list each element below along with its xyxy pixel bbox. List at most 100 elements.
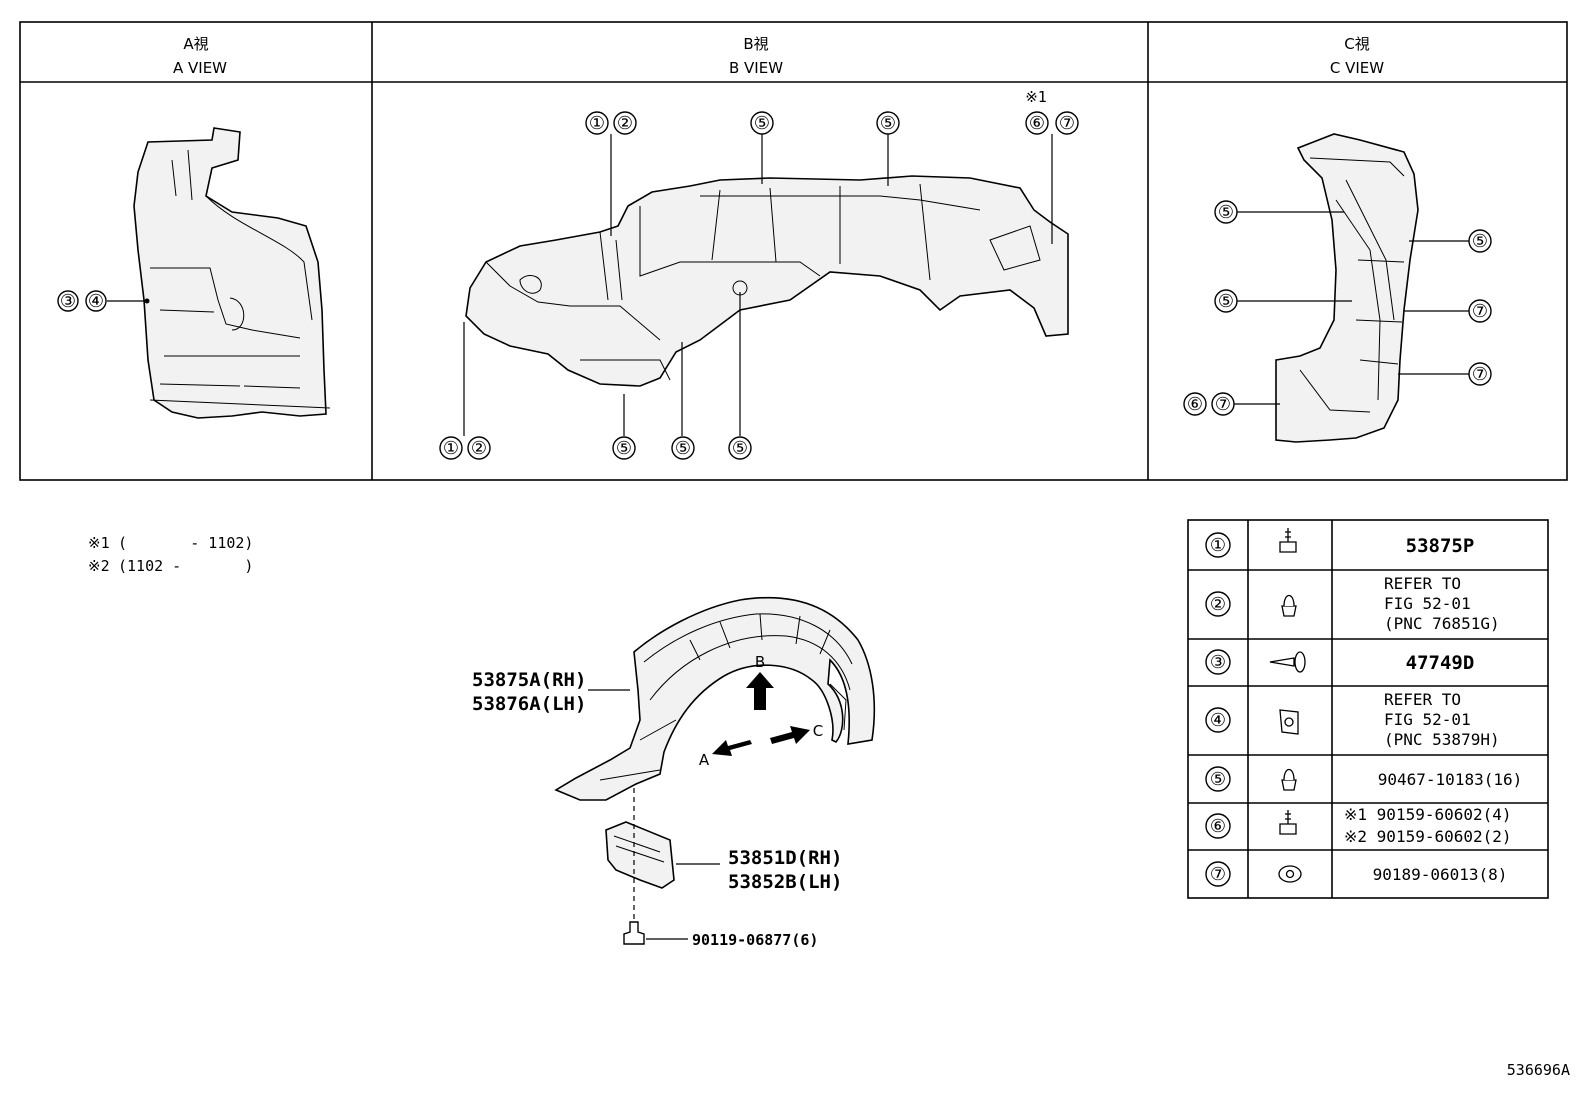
liner-side-shape — [133, 127, 327, 419]
svg-text:(PNC 76851G): (PNC 76851G) — [1384, 614, 1500, 633]
push-rivet-icon — [1269, 651, 1306, 673]
view-b-title-en: B VIEW — [729, 59, 783, 77]
note-2-text: (1102 - ) — [118, 557, 253, 575]
arrow-b-label: B — [755, 653, 765, 671]
clip-icon — [1281, 594, 1297, 617]
fender-liner-shape — [554, 596, 876, 801]
svg-text:⑤: ⑤ — [754, 113, 770, 134]
notes: ※1 ( - 1102) ※2 (1102 - ) — [88, 534, 253, 575]
table-row: ③ 47749D — [1205, 649, 1475, 675]
svg-text:⑤: ⑤ — [675, 438, 691, 459]
svg-text:④: ④ — [88, 291, 104, 312]
bolt: 90119-06877(6) — [623, 921, 818, 949]
svg-text:⑦: ⑦ — [1059, 113, 1075, 134]
bracket-shape — [605, 821, 675, 889]
svg-text:⑤: ⑤ — [1210, 769, 1226, 790]
view-b-title-jp: B視 — [743, 35, 768, 53]
liner-rh-number: 53875A(RH) — [472, 669, 586, 691]
clip-icon — [1281, 768, 1297, 791]
parts-table — [1187, 519, 1549, 899]
svg-text:47749D: 47749D — [1406, 652, 1475, 674]
svg-text:②: ② — [1210, 594, 1226, 615]
view-c-callouts: ⑤ ⑤ ⑥ ⑦ ⑤ ⑦ ⑦ — [1183, 200, 1492, 416]
svg-text:53875P: 53875P — [1406, 535, 1475, 557]
screw-icon — [1279, 528, 1297, 553]
view-a-title-jp: A視 — [183, 35, 208, 53]
bracket-drawing: 53851D(RH) 53852B(LH) — [605, 788, 842, 920]
svg-text:FIG 52-01: FIG 52-01 — [1384, 594, 1471, 613]
svg-text:FIG 52-01: FIG 52-01 — [1384, 710, 1471, 729]
svg-text:⑦: ⑦ — [1215, 394, 1231, 415]
svg-text:①: ① — [1210, 535, 1226, 556]
svg-text:(PNC 53879H): (PNC 53879H) — [1384, 730, 1500, 749]
liner-rear-shape — [1275, 133, 1419, 443]
table-row: ⑦ 90189-06013(8) — [1205, 861, 1508, 887]
view-b-header: B視 B VIEW — [729, 35, 783, 77]
view-b-drawing — [465, 175, 1069, 387]
view-a-drawing — [133, 127, 331, 419]
bracket-lh-number: 53852B(LH) — [728, 871, 842, 893]
svg-text:⑤: ⑤ — [1218, 291, 1234, 312]
bracket-rh-number: 53851D(RH) — [728, 847, 842, 869]
b-view-note-mark: ※1 — [1025, 88, 1047, 106]
main-liner-drawing — [554, 596, 876, 801]
svg-text:90189-06013(8): 90189-06013(8) — [1373, 865, 1508, 884]
arrow-a-icon — [712, 740, 752, 756]
svg-text:※1 90159-60602(4): ※1 90159-60602(4) — [1344, 805, 1512, 824]
arrow-b-icon — [746, 672, 774, 710]
table-row: ① 53875P — [1205, 528, 1475, 558]
note-1-text: ( - 1102) — [118, 534, 253, 552]
note-1-mark: ※1 — [88, 534, 110, 552]
table-row: ④ REFER TO FIG 52-01 (PNC 53879H) — [1205, 690, 1500, 749]
parts-table-rows: ① 53875P ② REFER TO FIG 52-01 (PNC 76851… — [1205, 528, 1523, 887]
svg-text:⑤: ⑤ — [1472, 231, 1488, 252]
svg-text:③: ③ — [1210, 652, 1226, 673]
svg-text:⑥: ⑥ — [1210, 816, 1226, 837]
screw-icon — [1279, 810, 1297, 835]
view-c-drawing — [1275, 133, 1419, 443]
arrow-c-label: C — [813, 722, 823, 740]
grommet-nut-icon — [1278, 865, 1302, 883]
svg-text:90467-10183(16): 90467-10183(16) — [1378, 770, 1523, 789]
view-a-callout-3-4: ③ ④ — [57, 290, 150, 312]
svg-text:②: ② — [617, 113, 633, 134]
svg-text:①: ① — [443, 438, 459, 459]
liner-top-shape — [465, 175, 1069, 387]
svg-text:④: ④ — [1210, 710, 1226, 731]
svg-text:⑦: ⑦ — [1472, 364, 1488, 385]
figure-id: 536696A — [1507, 1061, 1570, 1079]
nut-clip-icon — [1279, 709, 1299, 735]
svg-text:※2 90159-60602(2): ※2 90159-60602(2) — [1344, 827, 1512, 846]
svg-text:⑥: ⑥ — [1187, 394, 1203, 415]
svg-text:REFER TO: REFER TO — [1384, 574, 1461, 593]
arrow-a-label: A — [699, 751, 710, 769]
view-a-title-en: A VIEW — [173, 59, 227, 77]
svg-text:⑥: ⑥ — [1029, 113, 1045, 134]
view-c-title-en: C VIEW — [1330, 59, 1384, 77]
table-row: ⑥ ※1 90159-60602(4) ※2 90159-60602(2) — [1205, 805, 1512, 846]
liner-lh-number: 53876A(LH) — [472, 693, 586, 715]
svg-text:REFER TO: REFER TO — [1384, 690, 1461, 709]
view-a-header: A視 A VIEW — [173, 35, 227, 77]
svg-text:⑤: ⑤ — [1218, 202, 1234, 223]
svg-text:①: ① — [589, 113, 605, 134]
note-2-mark: ※2 — [88, 557, 110, 575]
svg-text:⑤: ⑤ — [616, 438, 632, 459]
svg-text:⑦: ⑦ — [1472, 301, 1488, 322]
arrow-c-icon — [770, 726, 810, 744]
table-row: ⑤ 90467-10183(16) — [1205, 766, 1523, 792]
view-b-callouts: ① ② ⑤ ⑤ ※1 ⑥ ⑦ ① ② ⑤ ⑤ ⑤ — [439, 88, 1079, 460]
liner-label: 53875A(RH) 53876A(LH) — [472, 669, 630, 715]
view-c-header: C視 C VIEW — [1330, 35, 1384, 77]
bolt-icon — [623, 921, 645, 945]
direction-arrows: B A C — [699, 653, 823, 769]
table-row: ② REFER TO FIG 52-01 (PNC 76851G) — [1205, 574, 1500, 633]
view-c-title-jp: C視 — [1344, 35, 1369, 53]
svg-text:⑦: ⑦ — [1210, 864, 1226, 885]
svg-text:⑤: ⑤ — [732, 438, 748, 459]
svg-text:③: ③ — [60, 291, 76, 312]
bolt-number: 90119-06877(6) — [692, 931, 818, 949]
svg-text:⑤: ⑤ — [880, 113, 896, 134]
views-frame — [19, 21, 1568, 481]
